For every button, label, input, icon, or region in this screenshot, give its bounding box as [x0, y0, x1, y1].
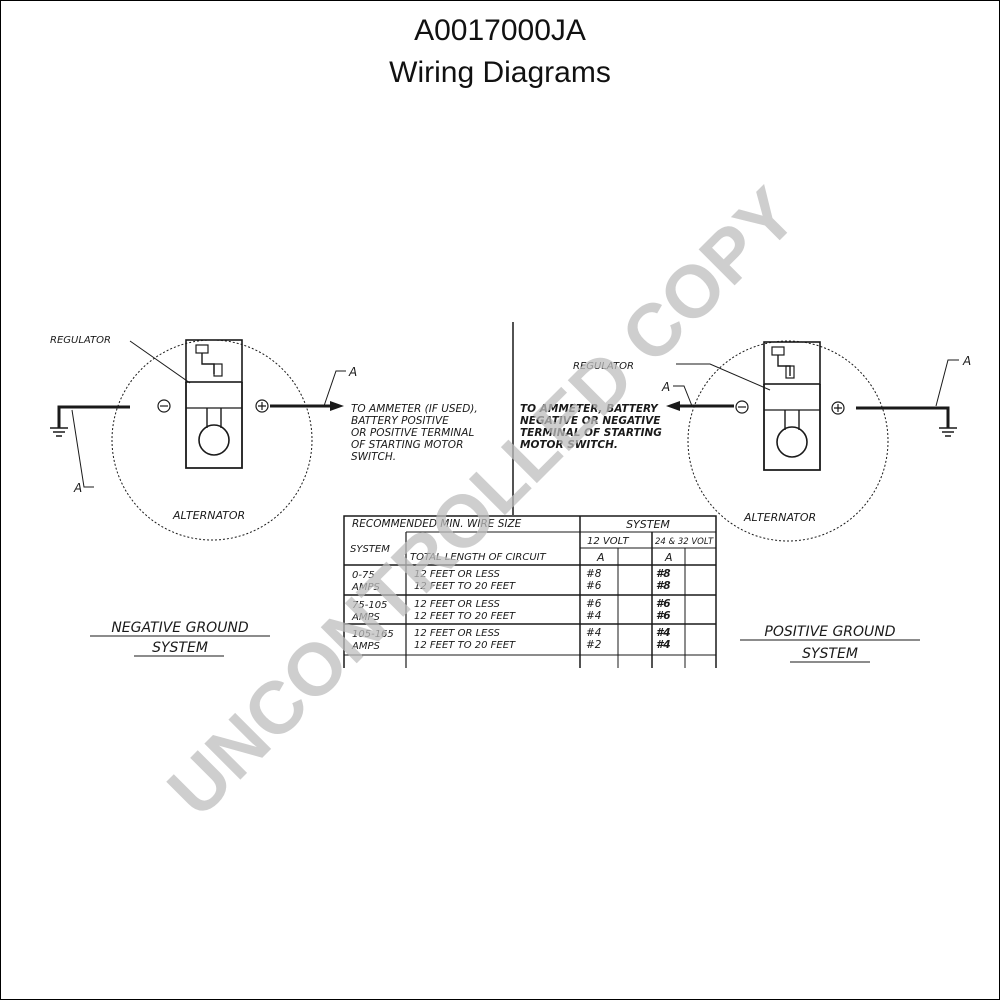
- note-line: TO AMMETER, BATTERY: [520, 403, 659, 415]
- ground-symbol-right: [939, 427, 957, 437]
- table-gauge: #8: [586, 568, 602, 580]
- table-gauge: #6: [656, 610, 671, 622]
- negative-terminal-left: [157, 399, 171, 413]
- note-line: TO AMMETER (IF USED),: [351, 403, 478, 415]
- ground-wire-left: [57, 405, 130, 428]
- table-gauge: #4: [656, 627, 671, 639]
- table-length: 12 FEET OR LESS: [414, 569, 500, 580]
- wire-a-leader-lower-left: [71, 409, 94, 488]
- negative-terminal-right: [735, 400, 749, 414]
- table-col-system: SYSTEM: [350, 544, 390, 555]
- table-amps: 75-105: [352, 600, 387, 611]
- alternator-label-right: ALTERNATOR: [743, 511, 816, 524]
- document-id: A0017000JA: [414, 14, 586, 47]
- alternator-body-left: [185, 382, 243, 469]
- caption-positive-ground: POSITIVE GROUND SYSTEM: [740, 624, 920, 663]
- note-line: TERMINAL OF STARTING: [520, 427, 662, 439]
- table-col-length: TOTAL LENGTH OF CIRCUIT: [410, 552, 547, 563]
- alternator-pulley-right: [776, 426, 808, 458]
- table-title: RECOMMENDED MIN. WIRE SIZE: [352, 518, 522, 530]
- alternator-outline-left: [111, 339, 313, 541]
- caption-line: SYSTEM: [802, 646, 858, 662]
- table-gauge: #8: [656, 568, 671, 580]
- wire-a-label-left-side: A: [661, 380, 670, 394]
- table-amps: AMPS: [351, 612, 380, 623]
- alternator-pulley-left: [198, 424, 230, 456]
- table-col-a-12: A: [596, 551, 605, 564]
- ground-wire-right: [856, 406, 950, 428]
- alternator-shaft-left: [206, 408, 222, 428]
- table-amps: 105-165: [352, 629, 394, 640]
- note-line: SWITCH.: [351, 451, 396, 463]
- table-gauge: #4: [656, 639, 671, 651]
- alternator-body-right: [763, 384, 821, 471]
- table-system-header: SYSTEM: [626, 518, 670, 531]
- note-negative-ground: TO AMMETER (IF USED), BATTERY POSITIVE O…: [351, 403, 478, 463]
- wire-a-leader-upper-left: [323, 370, 346, 407]
- table-col-12-volt: 12 VOLT: [587, 536, 630, 547]
- regulator-link-left: [201, 353, 215, 374]
- table-col-a-24: A: [664, 551, 673, 564]
- table-gauge: #6: [586, 580, 602, 592]
- table-length: 12 FEET TO 20 FEET: [414, 640, 516, 651]
- table-amps: 0-75: [352, 570, 375, 581]
- positive-terminal-left: [255, 399, 269, 413]
- note-line: MOTOR SWITCH.: [520, 439, 618, 451]
- table-frame: [343, 515, 717, 668]
- regulator-label-right: REGULATOR: [573, 361, 634, 372]
- regulator-terminal-right: [771, 346, 785, 356]
- positive-terminal-right: [831, 401, 845, 415]
- wire-a-label-upper-left: A: [348, 365, 357, 379]
- regulator-link-right: [777, 355, 791, 376]
- negative-ground-diagram: [50, 339, 346, 541]
- wire-a-label-right-side: A: [962, 354, 971, 368]
- table-length: 12 FEET TO 20 FEET: [414, 581, 516, 592]
- page-title: Wiring Diagrams: [389, 56, 611, 89]
- wire-a-label-lower-left: A: [73, 481, 82, 495]
- table-gauge: #4: [586, 627, 601, 639]
- wire-size-table: RECOMMENDED MIN. WIRE SIZE SYSTEM SYSTEM…: [343, 515, 717, 668]
- table-length: 12 FEET OR LESS: [414, 599, 500, 610]
- table-gauge: #8: [656, 580, 671, 592]
- regulator-label-left: REGULATOR: [50, 335, 111, 346]
- regulator-right: [763, 341, 821, 385]
- caption-line: POSITIVE GROUND: [764, 624, 895, 640]
- table-length: 12 FEET TO 20 FEET: [414, 611, 516, 622]
- regulator-leader-right: [676, 363, 771, 391]
- uncontrolled-copy-watermark: UNCONTROLLED COPY: [152, 172, 812, 832]
- table-gauge: #4: [586, 610, 601, 622]
- regulator-contact-right: [785, 365, 795, 379]
- table-gauge: #6: [586, 598, 602, 610]
- caption-line: NEGATIVE GROUND: [111, 620, 249, 636]
- caption-line: SYSTEM: [152, 640, 208, 656]
- ground-symbol-left: [50, 427, 68, 437]
- table-gauge: #6: [656, 598, 671, 610]
- note-line: NEGATIVE OR NEGATIVE: [520, 415, 661, 427]
- regulator-left: [185, 339, 243, 383]
- caption-negative-ground: NEGATIVE GROUND SYSTEM: [90, 620, 270, 657]
- regulator-contact-left: [213, 363, 223, 377]
- wire-a-leader-right-side: [935, 359, 959, 407]
- output-arrow-right: [666, 401, 680, 411]
- alternator-label-left: ALTERNATOR: [172, 509, 245, 522]
- alternator-shaft-right: [784, 410, 800, 430]
- positive-ground-diagram: [666, 340, 959, 542]
- regulator-leader-left: [129, 340, 191, 384]
- table-amps: AMPS: [351, 582, 380, 593]
- wire-a-leader-left-side: [673, 385, 693, 407]
- table-gauge: #2: [586, 639, 602, 651]
- note-line: OF STARTING MOTOR: [351, 439, 463, 451]
- alternator-outline-right: [687, 340, 889, 542]
- table-length: 12 FEET OR LESS: [414, 628, 500, 639]
- note-line: OR POSITIVE TERMINAL: [351, 427, 474, 439]
- note-positive-ground: TO AMMETER, BATTERY NEGATIVE OR NEGATIVE…: [520, 403, 662, 451]
- table-col-24-32-volt: 24 & 32 VOLT: [655, 537, 714, 547]
- table-amps: AMPS: [351, 641, 380, 652]
- regulator-terminal-left: [195, 344, 209, 354]
- note-line: BATTERY POSITIVE: [351, 415, 449, 427]
- output-arrow-left: [330, 401, 344, 411]
